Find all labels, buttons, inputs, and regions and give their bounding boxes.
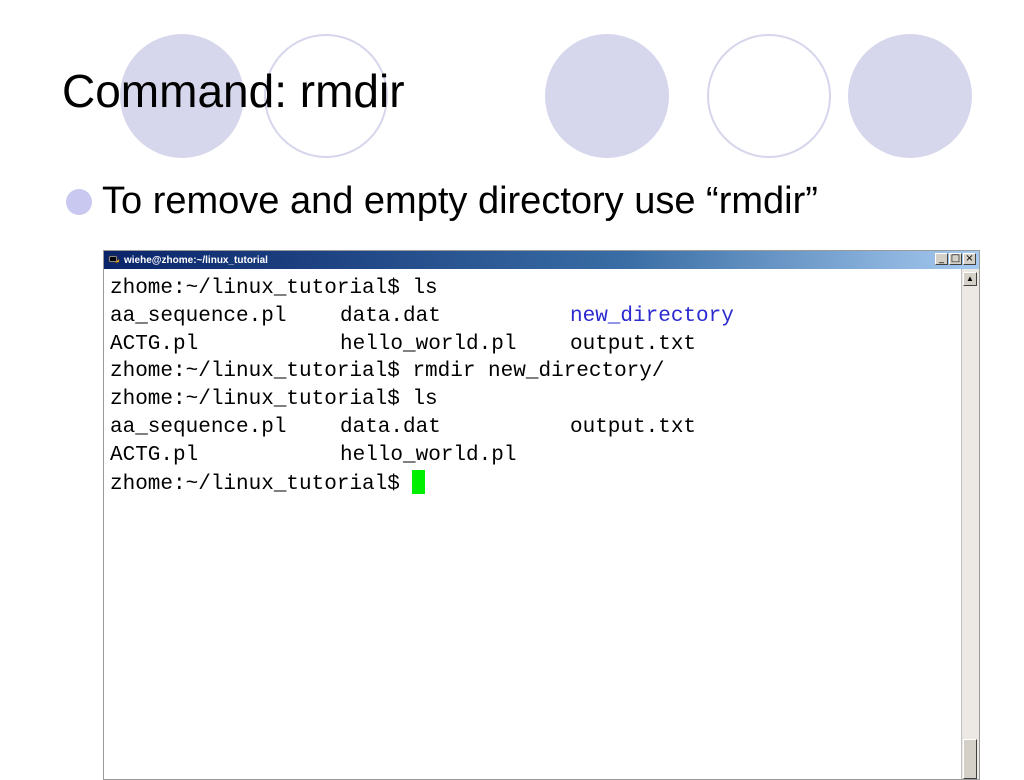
- bullet-item: To remove and empty directory use “rmdir…: [66, 180, 818, 223]
- file-entry: hello_world.pl: [340, 332, 517, 356]
- terminal-output[interactable]: zhome:~/linux_tutorial$ ls aa_sequence.p…: [110, 275, 957, 779]
- terminal-line: aa_sequence.pl data.dat new_directory: [110, 303, 957, 331]
- scroll-up-arrow-icon[interactable]: ▲: [963, 272, 977, 286]
- decor-circle-5: [848, 34, 972, 158]
- terminal-line: aa_sequence.pl data.dat output.txt: [110, 414, 957, 442]
- window-controls: _ □ ×: [935, 253, 976, 265]
- decor-circle-1: [120, 34, 244, 158]
- file-entry: data.dat: [340, 304, 441, 328]
- bullet-text: To remove and empty directory use “rmdir…: [102, 180, 818, 222]
- bullet-icon: [66, 188, 92, 215]
- terminal-line: zhome:~/linux_tutorial$ ls: [110, 388, 438, 412]
- putty-icon[interactable]: [108, 254, 120, 266]
- file-entry: aa_sequence.pl: [110, 304, 287, 328]
- file-entry: output.txt: [570, 415, 697, 439]
- file-entry: output.txt: [570, 332, 697, 356]
- file-entry: data.dat: [340, 415, 441, 439]
- maximize-button[interactable]: □: [949, 253, 962, 265]
- terminal-line: ACTG.pl hello_world.pl output.txt: [110, 331, 957, 359]
- terminal-prompt-line[interactable]: zhome:~/linux_tutorial$: [110, 469, 957, 498]
- terminal-window[interactable]: wiehe@zhome:~/linux_tutorial _ □ × zhome…: [103, 250, 980, 780]
- terminal-line: ACTG.pl hello_world.pl: [110, 442, 957, 470]
- close-button[interactable]: ×: [963, 253, 976, 265]
- file-entry: ACTG.pl: [110, 332, 199, 356]
- terminal-line: zhome:~/linux_tutorial$ ls: [110, 277, 438, 300]
- directory-entry: new_directory: [570, 304, 734, 328]
- file-entry: aa_sequence.pl: [110, 415, 287, 439]
- file-entry: ACTG.pl: [110, 443, 199, 467]
- decor-circle-2: [264, 34, 388, 158]
- terminal-line: zhome:~/linux_tutorial$ rmdir new_direct…: [110, 360, 665, 384]
- slide-title: Command: rmdir: [62, 65, 405, 117]
- text-cursor: [412, 469, 426, 494]
- terminal-titlebar[interactable]: wiehe@zhome:~/linux_tutorial _ □ ×: [104, 251, 979, 269]
- minimize-button[interactable]: _: [935, 253, 948, 265]
- decor-circle-3: [545, 34, 669, 158]
- file-entry: hello_world.pl: [340, 443, 517, 467]
- scroll-thumb[interactable]: [963, 739, 977, 779]
- prompt-text: zhome:~/linux_tutorial$: [110, 472, 413, 496]
- vertical-scrollbar[interactable]: ▲: [961, 269, 979, 779]
- terminal-title: wiehe@zhome:~/linux_tutorial: [124, 254, 268, 266]
- decor-circle-4: [707, 34, 831, 158]
